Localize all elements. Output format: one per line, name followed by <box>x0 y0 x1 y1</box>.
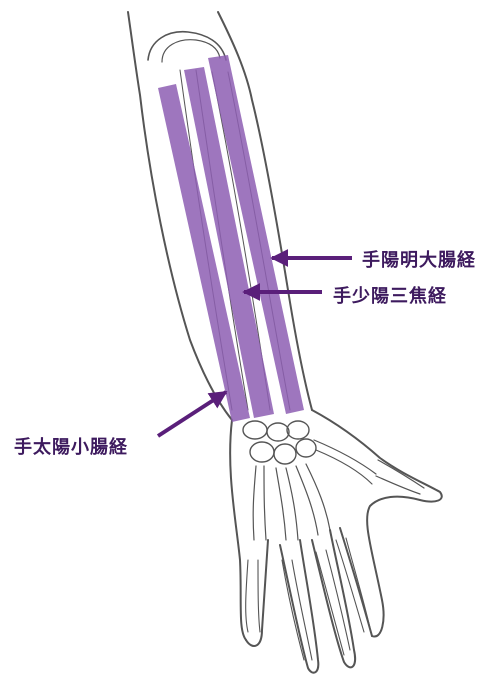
arrow-small-intestine <box>158 392 226 436</box>
label-small-intestine-meridian: 手太陽小腸経 <box>14 433 128 459</box>
label-large-intestine-meridian: 手陽明大腸経 <box>362 246 476 272</box>
label-triple-burner-meridian: 手少陽三焦経 <box>333 282 447 308</box>
